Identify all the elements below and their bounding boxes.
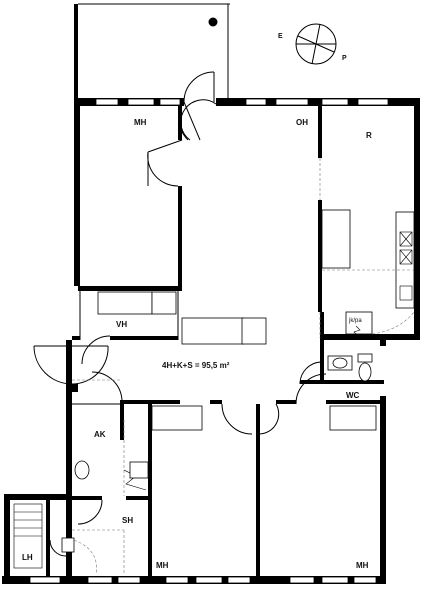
balcony-post-icon [208, 17, 218, 27]
room-label-jkpa: jk/pa [348, 318, 362, 324]
doors [33, 71, 327, 557]
interior-walls [46, 106, 384, 576]
room-label-r: R [366, 131, 372, 140]
sh-sink [129, 461, 149, 479]
room-label-ak: AK [94, 430, 106, 439]
bottom-windows [29, 576, 377, 584]
apartment-area-label: 4H+K+S = 95,5 m² [162, 361, 230, 370]
room-label-wc: WC [346, 391, 360, 400]
balcony [74, 3, 230, 102]
room-label-sh: SH [122, 516, 133, 525]
room-label-vh: VH [116, 320, 127, 329]
room-label-mh-bottom-right: MH [356, 561, 369, 570]
kitchen-island [321, 209, 351, 269]
compass-icon: E P [278, 23, 347, 65]
kitchen-counter [395, 211, 415, 309]
wc-toilet [358, 362, 372, 382]
electric-symbol-icon [353, 325, 361, 337]
ak-toilet [74, 460, 90, 480]
top-windows [95, 98, 389, 106]
fixtures [13, 209, 415, 575]
dashed-lines [72, 312, 321, 381]
room-label-mh-top: MH [134, 118, 147, 127]
room-label-oh: OH [296, 118, 308, 127]
compass-south-label: P [342, 55, 347, 62]
compass-east-label: E [278, 33, 283, 40]
room-label-mh-bottom-mid: MH [156, 561, 169, 570]
shower-icon [61, 537, 75, 553]
room-labels: MH OH R VH WC AK SH LH MH MH jk/pa [22, 118, 372, 570]
room-label-lh: LH [22, 553, 33, 562]
